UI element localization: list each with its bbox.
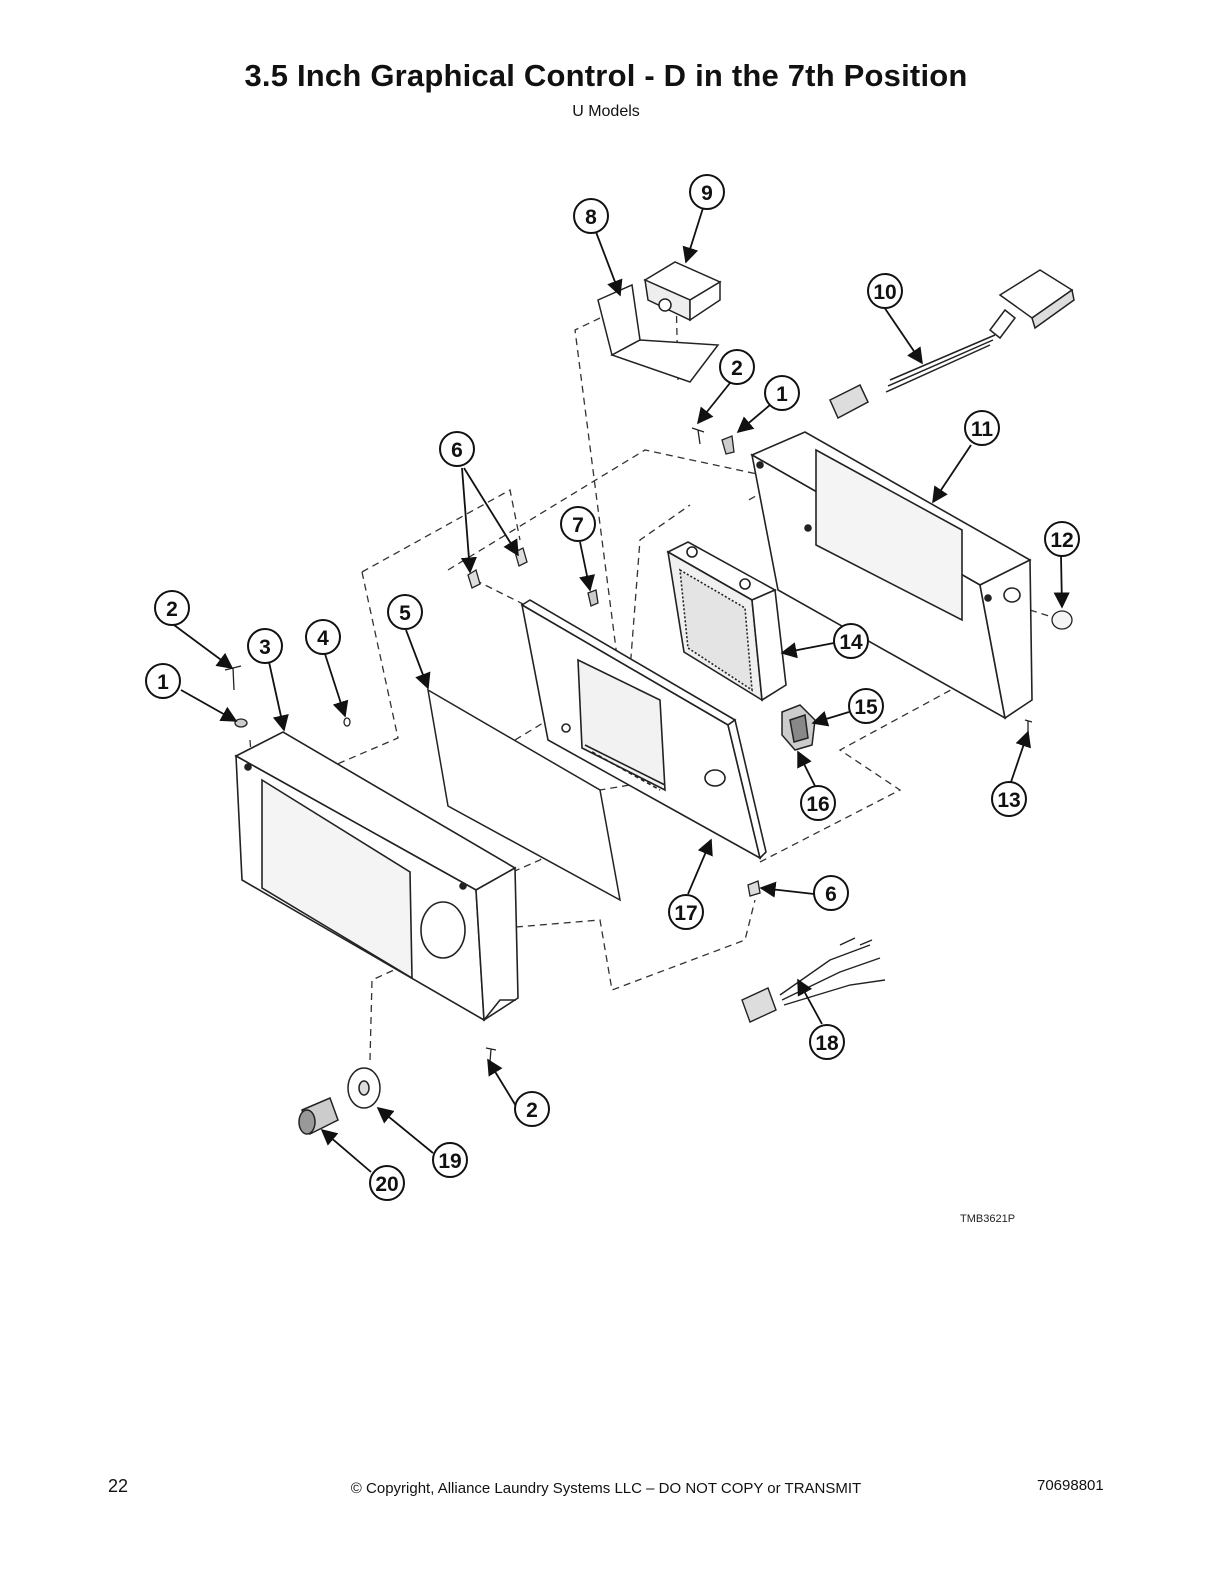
callout-2-lower: 2 bbox=[526, 1099, 538, 1122]
callout-9: 9 bbox=[701, 182, 713, 205]
callout-6-upper: 6 bbox=[451, 439, 463, 462]
callout-4: 4 bbox=[317, 627, 329, 650]
hardware-parts bbox=[224, 427, 1073, 1063]
bracket-part bbox=[597, 283, 720, 383]
callout-15: 15 bbox=[854, 696, 878, 719]
callout-17: 17 bbox=[674, 902, 697, 925]
front-panel-part bbox=[234, 731, 519, 1022]
switch-part bbox=[781, 704, 816, 751]
callout-2-upper-right: 2 bbox=[731, 357, 743, 380]
control-module-part bbox=[666, 541, 787, 702]
callout-8: 8 bbox=[585, 206, 597, 229]
callout-10: 10 bbox=[873, 281, 896, 304]
control-panel-part bbox=[520, 599, 767, 860]
callout-19: 19 bbox=[438, 1150, 461, 1173]
callout-6-lower: 6 bbox=[825, 883, 837, 906]
reader-box-part bbox=[643, 261, 722, 322]
callout-11: 11 bbox=[971, 418, 994, 441]
rear-cover-part bbox=[750, 431, 1033, 720]
callout-5: 5 bbox=[399, 602, 411, 625]
callout-20: 20 bbox=[375, 1173, 398, 1196]
copyright-notice: © Copyright, Alliance Laundry Systems LL… bbox=[350, 1480, 862, 1497]
overlay-sheet-part bbox=[426, 688, 622, 902]
callout-18: 18 bbox=[815, 1032, 839, 1055]
callout-7: 7 bbox=[572, 514, 584, 537]
figure-id: TMB3621P bbox=[960, 1213, 1016, 1225]
callout-2-upper-left: 2 bbox=[166, 598, 178, 621]
page-number: 22 bbox=[108, 1476, 129, 1496]
callout-1-right: 1 bbox=[776, 383, 788, 406]
knob-part bbox=[298, 1067, 381, 1136]
callout-1-left: 1 bbox=[157, 671, 169, 694]
wire-harness-part bbox=[829, 269, 1075, 420]
callout-3: 3 bbox=[259, 636, 271, 659]
callout-14: 14 bbox=[839, 631, 863, 654]
callout-12: 12 bbox=[1050, 529, 1073, 552]
document-number: 70698801 bbox=[1037, 1477, 1104, 1494]
callout-16: 16 bbox=[806, 793, 829, 816]
callout-13: 13 bbox=[997, 789, 1020, 812]
callout-circles bbox=[145, 174, 1080, 1201]
page-title: 3.5 Inch Graphical Control - D in the 7t… bbox=[244, 58, 968, 93]
page-subtitle: U Models bbox=[572, 103, 640, 120]
